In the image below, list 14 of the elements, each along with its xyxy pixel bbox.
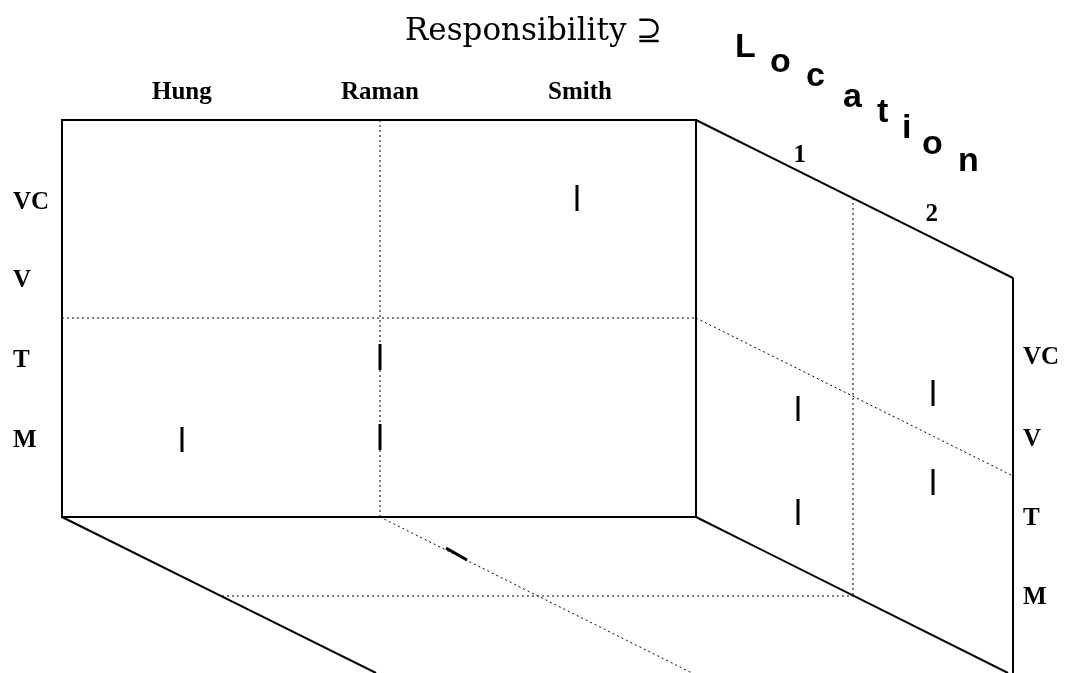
row-header: T	[13, 346, 30, 371]
row-header: VC	[13, 188, 50, 213]
column-header: Smith	[548, 78, 612, 103]
row-header: T	[1023, 504, 1040, 529]
row-header: VC	[1023, 343, 1060, 368]
depth-header: 1	[793, 141, 806, 166]
column-header: Hung	[152, 78, 212, 103]
row-header: M	[1023, 583, 1047, 608]
depth-header: 2	[925, 200, 938, 225]
row-header: M	[13, 426, 37, 451]
column-header: Raman	[341, 78, 419, 103]
title: Responsibility ⊇	[405, 14, 663, 45]
row-header: V	[1023, 425, 1042, 450]
row-header: V	[13, 266, 32, 291]
